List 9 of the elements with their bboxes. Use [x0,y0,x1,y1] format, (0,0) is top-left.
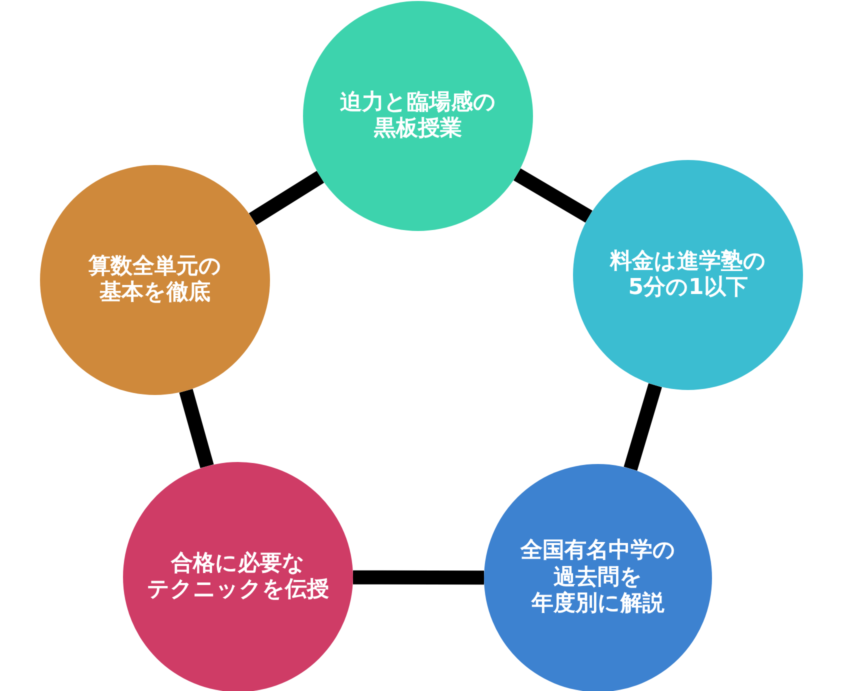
circle-label: 迫力と臨場感の黒板授業 [340,90,496,142]
connector-line [179,388,214,468]
circle-label: 算数全単元の基本を徹底 [88,254,222,306]
circle-label: 全国有名中学の過去問を年度別に解説 [520,538,676,618]
connector-line [352,570,484,585]
circle-label: 合格に必要なテクニックを伝授 [147,550,329,604]
circle-label: 料金は進学塾の5分の1以下 [610,248,766,302]
connector-line [514,168,592,223]
connector-line [624,383,662,471]
